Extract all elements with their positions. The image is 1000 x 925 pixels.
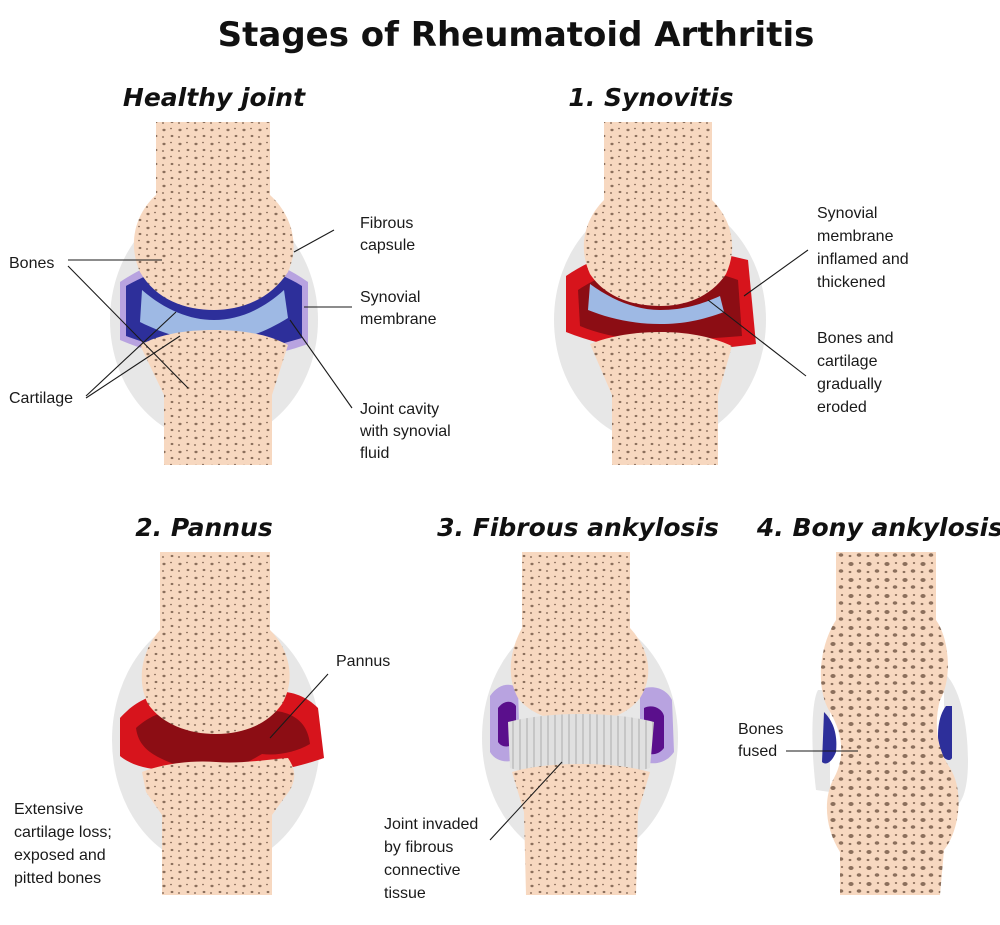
panel-healthy-joint: Healthy joint Bones Cartilage Fibrous ca… bbox=[9, 83, 455, 465]
leader-joint-invaded bbox=[489, 761, 563, 841]
label-synovial-membrane: Synovial membrane bbox=[360, 289, 437, 328]
fibrous-connective-tissue bbox=[508, 714, 654, 776]
label-bones: Bones bbox=[9, 255, 54, 272]
heading-bony-ankylosis: 4. Bony ankylosis bbox=[756, 513, 1000, 542]
lower-bone bbox=[512, 764, 650, 895]
leader-bones-lower bbox=[67, 265, 189, 389]
upper-bone bbox=[583, 122, 733, 306]
fused-bone bbox=[820, 552, 959, 895]
label-bones-fused: Bones fused bbox=[738, 721, 788, 760]
leader-pannus bbox=[269, 673, 329, 739]
leader-cartilage-upper bbox=[85, 311, 177, 397]
label-cartilage: Cartilage bbox=[9, 390, 73, 407]
lower-bone bbox=[142, 758, 295, 895]
panel-fibrous-ankylosis: 3. Fibrous ankylosis Joint invaded by fi… bbox=[384, 513, 719, 902]
leader-capsule bbox=[293, 229, 335, 253]
heading-fibrous-ankylosis: 3. Fibrous ankylosis bbox=[437, 513, 719, 542]
lower-bone bbox=[140, 330, 288, 465]
cartilage bbox=[140, 290, 288, 342]
leader-eroded bbox=[707, 299, 807, 377]
upper-bone bbox=[141, 552, 290, 734]
leader-cavity bbox=[289, 319, 353, 409]
fused-cavity-right bbox=[938, 706, 952, 760]
upper-bone bbox=[510, 552, 649, 722]
panel-pannus: 2. Pannus Pannus Extensive cartilage los… bbox=[14, 513, 390, 895]
leader-inflamed bbox=[743, 249, 809, 297]
lower-bone bbox=[590, 332, 732, 465]
cartilage bbox=[588, 284, 724, 324]
label-bones-eroded: Bones and cartilage gradually eroded bbox=[817, 330, 898, 416]
leader-cartilage-lower bbox=[85, 335, 181, 399]
heading-healthy-joint: Healthy joint bbox=[123, 83, 306, 112]
label-cartilage-loss: Extensive cartilage loss; exposed and pi… bbox=[14, 801, 116, 887]
heading-pannus: 2. Pannus bbox=[135, 513, 272, 542]
label-pannus: Pannus bbox=[336, 653, 390, 670]
label-joint-cavity: Joint cavity with synovial fluid bbox=[359, 401, 455, 462]
heading-synovitis: 1. Synovitis bbox=[568, 83, 733, 112]
label-membrane-inflamed: Synovial membrane inflamed and thickened bbox=[817, 205, 913, 291]
panel-synovitis: 1. Synovitis Synovial membrane inflamed … bbox=[554, 83, 913, 465]
label-joint-invaded: Joint invaded by fibrous connective tiss… bbox=[384, 816, 483, 902]
upper-bone bbox=[133, 122, 294, 310]
page-title: Stages of Rheumatoid Arthritis bbox=[218, 15, 815, 55]
panel-bony-ankylosis: 4. Bony ankylosis Bones fused bbox=[738, 513, 1000, 895]
label-fibrous-capsule: Fibrous capsule bbox=[360, 215, 418, 254]
